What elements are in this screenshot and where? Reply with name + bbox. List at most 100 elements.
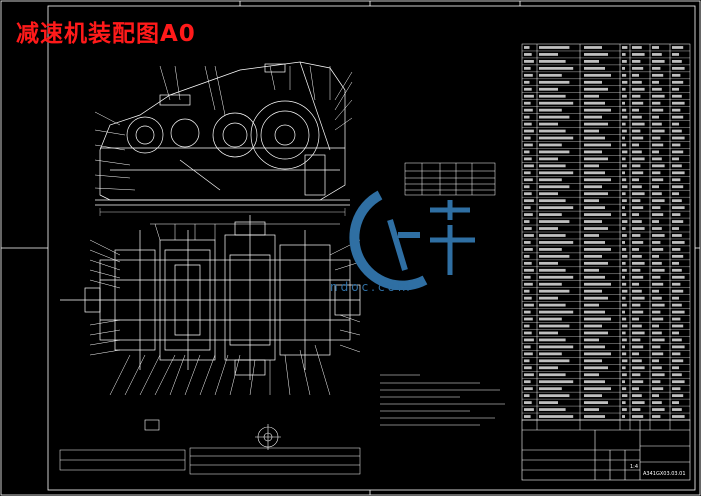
parts-list-cell-text <box>622 324 628 328</box>
parts-list-cell-text <box>524 359 530 363</box>
parts-list-cell-text <box>672 234 682 237</box>
parts-list-cell-text <box>672 254 684 258</box>
parts-list-cell-text <box>632 248 639 251</box>
parts-list-cell-text <box>524 268 534 272</box>
parts-list-cell-text <box>672 66 685 70</box>
parts-list-cell-text <box>524 66 531 70</box>
parts-list-cell-text <box>652 254 659 258</box>
parts-list-cell-text <box>652 317 664 321</box>
title-block-scale: 1:4 <box>630 464 639 470</box>
parts-list-cell-text <box>652 408 665 411</box>
parts-list-cell-text <box>539 387 562 391</box>
parts-list-cell-text <box>584 387 611 391</box>
parts-list-cell-text <box>524 206 531 210</box>
parts-list-cell-text <box>584 366 608 370</box>
parts-list-cell-text <box>539 164 566 168</box>
parts-list-cell-text <box>622 213 627 216</box>
parts-list-cell-text <box>539 66 574 70</box>
parts-list-cell-text <box>652 129 665 133</box>
parts-list-cell-text <box>584 241 605 244</box>
parts-list-cell-text <box>539 101 574 105</box>
parts-list-cell-text <box>539 359 570 363</box>
parts-list-cell-text <box>584 46 602 49</box>
parts-list-cell-text <box>539 282 562 286</box>
parts-list-cell-text <box>672 317 681 321</box>
parts-list-cell-text <box>539 115 570 119</box>
parts-list-cell-text <box>584 206 605 210</box>
parts-list-cell-text <box>652 80 659 84</box>
parts-list-cell-text <box>622 73 627 77</box>
parts-list-cell-text <box>672 220 684 223</box>
parts-list-cell-text <box>622 101 625 105</box>
parts-list-cell-text <box>584 220 602 223</box>
parts-list-cell-text <box>672 122 679 126</box>
parts-list-cell-text <box>524 289 530 293</box>
parts-list-cell-text <box>524 310 531 314</box>
parts-list-cell-text <box>524 94 534 98</box>
parts-list-cell-text <box>622 227 626 230</box>
drawing-title: 减速机装配图A0 <box>16 21 196 47</box>
parts-list-cell-text <box>584 282 611 286</box>
parts-list-cell-text <box>539 331 558 335</box>
parts-list-cell-text <box>672 150 684 154</box>
parts-list-cell-text <box>672 199 682 203</box>
parts-list-cell-text <box>539 275 574 279</box>
parts-list-cell-text <box>652 366 662 370</box>
parts-list-cell-text <box>524 60 534 63</box>
parts-list-cell-text <box>584 73 611 77</box>
parts-list-cell-text <box>632 150 642 154</box>
parts-list-cell-text <box>622 241 625 244</box>
parts-list-cell-text <box>539 352 562 356</box>
parts-list-cell-text <box>652 296 662 300</box>
parts-list-cell-text <box>524 345 531 349</box>
parts-list-cell-text <box>632 345 644 349</box>
parts-list-cell-text <box>622 178 627 182</box>
parts-list-cell-text <box>672 178 681 182</box>
parts-list-cell-text <box>622 310 625 314</box>
parts-list-cell-text <box>524 87 532 91</box>
parts-list-cell-text <box>672 143 681 147</box>
parts-list-cell-text <box>584 289 602 293</box>
parts-list-cell-text <box>632 178 639 182</box>
parts-list-cell-text <box>652 387 664 391</box>
parts-list-cell-text <box>584 199 599 203</box>
parts-list-cell-text <box>652 136 661 140</box>
parts-list-cell-text <box>672 296 679 300</box>
parts-list-cell-text <box>672 192 679 196</box>
parts-list-cell-text <box>524 352 533 356</box>
parts-list-cell-text <box>584 87 608 91</box>
parts-list-cell-text <box>539 220 570 223</box>
parts-list-cell-text <box>632 359 642 363</box>
parts-list-cell-text <box>652 157 662 161</box>
parts-list-cell-text <box>652 282 664 286</box>
parts-list-cell-text <box>539 129 566 133</box>
parts-list-cell-text <box>622 248 627 251</box>
parts-list-cell-text <box>584 408 599 411</box>
parts-list-cell-text <box>584 101 605 105</box>
parts-list-cell-text <box>539 303 566 307</box>
parts-list-cell-text <box>672 80 684 84</box>
parts-list-cell-text <box>524 324 530 328</box>
parts-list-cell-text <box>652 227 662 230</box>
plan-view-top-balloons <box>150 223 340 241</box>
parts-list-cell-text <box>539 108 562 112</box>
parts-list-cell-text <box>584 248 611 251</box>
parts-list-cell-text <box>672 366 679 370</box>
parts-list-cell-text <box>584 352 611 356</box>
parts-list-cell-text <box>632 254 642 258</box>
parts-list-cell-text <box>622 206 625 210</box>
parts-list-cell-text <box>539 213 562 216</box>
parts-list-cell-text <box>584 115 602 119</box>
parts-list-cell-text <box>539 206 574 210</box>
parts-list-cell-text <box>672 136 685 140</box>
parts-list-cell-text <box>584 66 605 70</box>
parts-list-cell-text <box>584 227 608 230</box>
parts-list-cell-text <box>652 310 661 314</box>
parts-list-cell-text <box>632 275 644 279</box>
parts-list-cell-text <box>622 164 627 168</box>
parts-list-cell-text <box>672 268 682 272</box>
parts-list-cell-text <box>632 268 641 272</box>
parts-list-cell-text <box>622 261 626 265</box>
parts-list-cell-text <box>632 206 644 210</box>
parts-list-cell-text <box>632 401 645 404</box>
